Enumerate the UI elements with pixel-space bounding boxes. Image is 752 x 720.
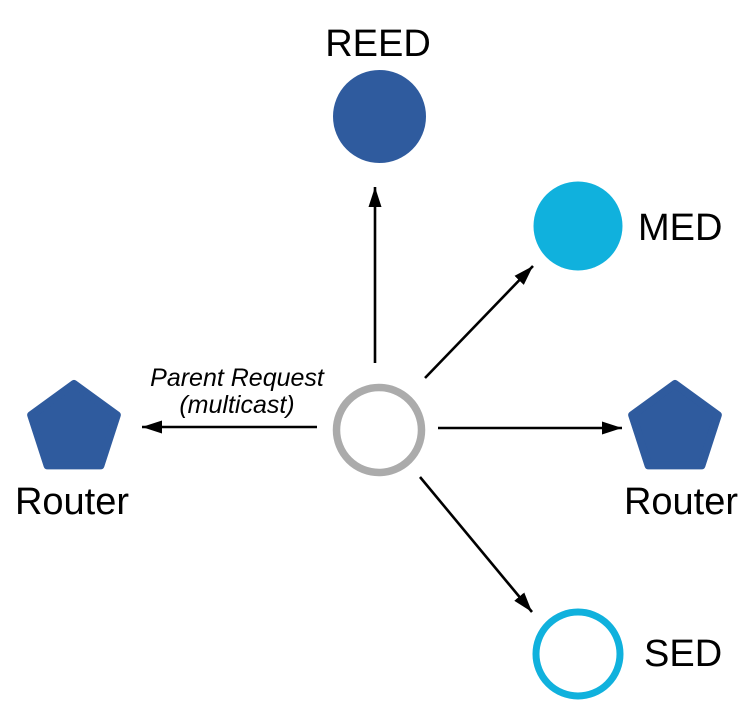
router-left-pentagon-icon	[27, 380, 121, 470]
router-right-pentagon-icon	[628, 380, 722, 470]
med-label: MED	[638, 207, 722, 249]
node-router-left: Router	[15, 380, 129, 523]
annotation-parent-request: Parent Request (multicast)	[150, 364, 325, 419]
node-reed: REED	[325, 23, 431, 163]
node-router-right: Router	[624, 380, 738, 523]
arrow-to-med	[424, 265, 534, 379]
sed-label: SED	[644, 633, 722, 675]
med-circle-icon	[533, 181, 623, 271]
annotation-line1: Parent Request	[150, 364, 325, 392]
router-right-label: Router	[624, 481, 738, 523]
center-node-circle-icon	[332, 383, 426, 477]
annotation-line2: (multicast)	[179, 391, 294, 419]
reed-circle-icon	[333, 70, 426, 163]
router-left-label: Router	[15, 481, 129, 523]
arrow-to-sed	[418, 476, 534, 613]
node-med: MED	[533, 181, 722, 271]
node-center-joiner	[332, 383, 426, 477]
sed-circle-icon	[532, 608, 624, 700]
node-sed: SED	[532, 608, 722, 700]
reed-label: REED	[325, 23, 431, 65]
